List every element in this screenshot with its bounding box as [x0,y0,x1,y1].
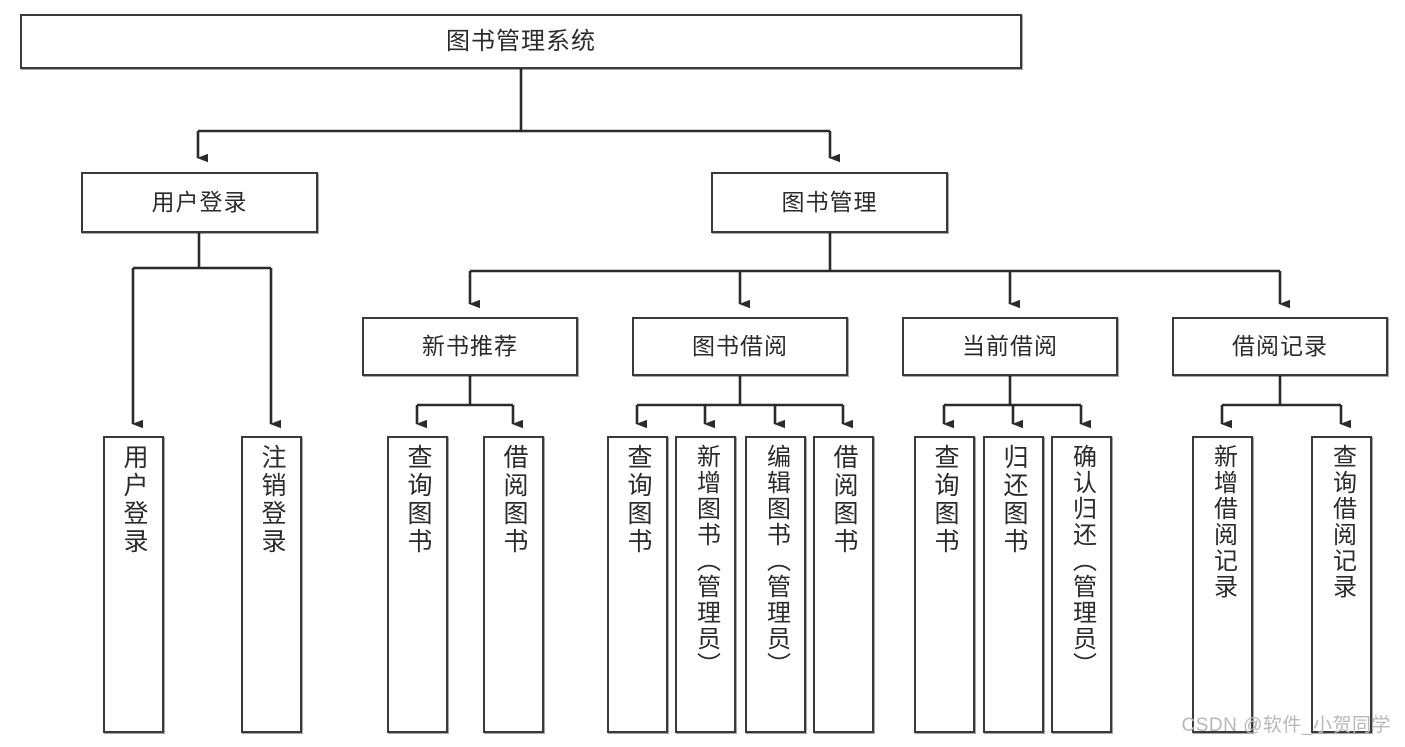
node-leaf-query-book-2[interactable]: 查询图书 [607,436,668,733]
node-root-book-management-system[interactable]: 图书管理系统 [20,14,1022,69]
node-book-manage[interactable]: 图书管理 [711,172,948,233]
node-label: 借阅图书 [830,444,858,556]
node-label: 图书管理系统 [446,27,596,55]
node-book-borrow[interactable]: 图书借阅 [632,317,848,376]
node-current-borrow[interactable]: 当前借阅 [902,317,1118,376]
node-label: 编辑图书（管理员） [762,444,790,678]
node-label: 借阅图书 [500,444,528,556]
node-label: 新增图书（管理员） [692,444,720,678]
csdn-watermark: CSDN @软件_小贺同学 [1181,715,1391,736]
node-leaf-return-book[interactable]: 归还图书 [983,436,1044,733]
node-label: 用户登录 [120,444,148,556]
node-leaf-add-record[interactable]: 新增借阅记录 [1192,436,1253,733]
node-leaf-user-login[interactable]: 用户登录 [103,436,164,733]
node-leaf-borrow-book-2[interactable]: 借阅图书 [813,436,874,733]
node-borrow-record[interactable]: 借阅记录 [1172,317,1388,376]
node-label: 当前借阅 [962,333,1058,360]
node-leaf-query-record[interactable]: 查询借阅记录 [1311,436,1372,733]
node-label: 确认归还（管理员） [1068,444,1096,678]
node-label: 图书管理 [781,189,878,216]
node-leaf-query-book-3[interactable]: 查询图书 [914,436,975,733]
node-leaf-add-book[interactable]: 新增图书（管理员） [675,436,736,733]
node-leaf-edit-book[interactable]: 编辑图书（管理员） [745,436,806,733]
node-label: 归还图书 [1000,444,1028,556]
node-label: 图书借阅 [692,333,788,360]
node-label: 新增借阅记录 [1209,444,1237,600]
node-leaf-query-book-1[interactable]: 查询图书 [387,436,448,733]
node-new-book-recommend[interactable]: 新书推荐 [362,317,578,376]
node-label: 新书推荐 [422,333,518,360]
node-label: 用户登录 [151,189,248,216]
node-leaf-confirm-return[interactable]: 确认归还（管理员） [1051,436,1112,733]
node-label: 查询图书 [624,444,652,556]
node-user-login[interactable]: 用户登录 [81,172,318,233]
node-label: 查询图书 [404,444,432,556]
node-label: 查询借阅记录 [1328,444,1356,600]
node-leaf-user-logout[interactable]: 注销登录 [241,436,302,733]
node-label: 查询图书 [931,444,959,556]
node-leaf-borrow-book-1[interactable]: 借阅图书 [483,436,544,733]
node-label: 注销登录 [258,444,286,556]
node-label: 借阅记录 [1232,333,1328,360]
